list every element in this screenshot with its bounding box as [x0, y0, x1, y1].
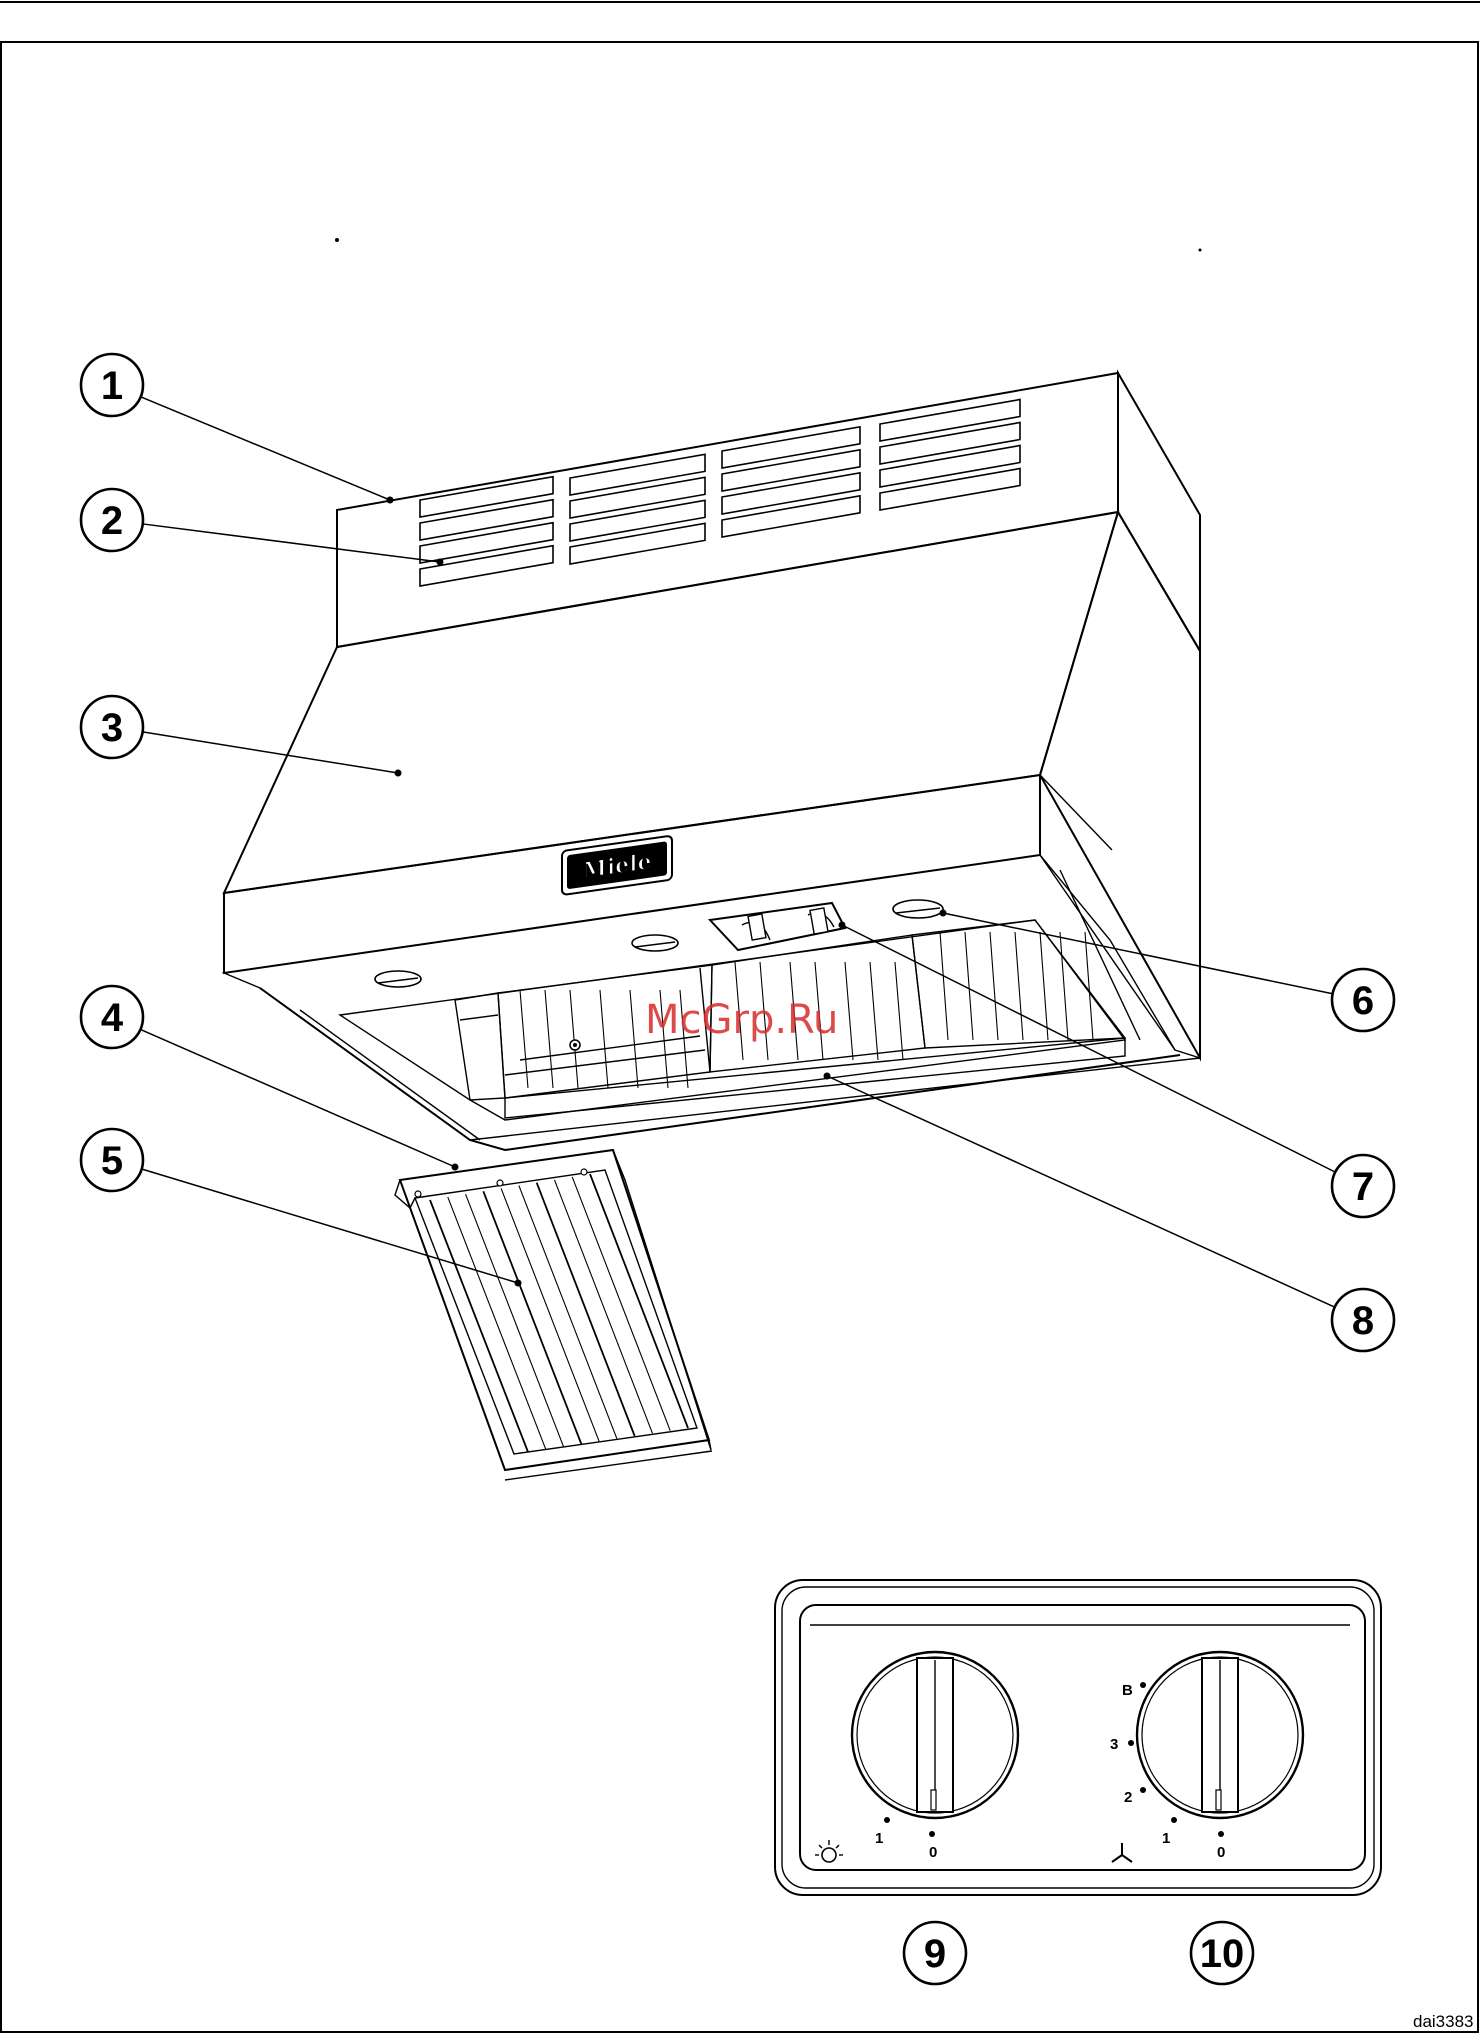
leader-dot: [824, 1073, 831, 1080]
control-recess: [710, 903, 845, 950]
callout-8: 8: [824, 1073, 1395, 1352]
fan-dial-position-B: B: [1122, 1682, 1133, 1699]
filter-slat: [895, 962, 903, 1060]
callout-number: 1: [101, 364, 123, 408]
filter-slat: [1040, 932, 1048, 1040]
leader-line: [943, 913, 1333, 994]
filter-slat: [965, 932, 973, 1040]
filter-slat: [570, 990, 578, 1088]
callout-number: 5: [101, 1139, 123, 1183]
callout-9: 9: [904, 1922, 966, 1984]
leader-dot: [515, 1280, 522, 1287]
fan-dial-position-3: 3: [1110, 1736, 1118, 1753]
grease-filter-removed: [395, 1150, 712, 1480]
callout-number: 10: [1200, 1932, 1245, 1976]
light-dial[interactable]: [852, 1652, 1018, 1818]
filter-slat: [990, 932, 998, 1040]
fan-dial-position-2: 2: [1124, 1789, 1132, 1806]
callout-1: 1: [81, 354, 394, 504]
callout-5: 5: [81, 1129, 522, 1287]
filter-slat: [501, 1188, 599, 1441]
callout-number: 4: [101, 996, 124, 1040]
fan-dial[interactable]: [1137, 1652, 1303, 1818]
light-dial-position-0: 0: [929, 1844, 937, 1861]
callout-3: 3: [81, 696, 402, 777]
callout-10: 10: [1191, 1922, 1253, 1984]
filter-slat: [448, 1197, 546, 1449]
filter-slat: [630, 990, 638, 1088]
leader-line: [143, 732, 398, 773]
vent-box: [337, 373, 1200, 651]
leader-line: [142, 1169, 518, 1283]
fan-dial-position-0: 0: [1217, 1844, 1225, 1861]
leader-line: [827, 1076, 1335, 1307]
filter-slat: [600, 990, 608, 1088]
vent-slats: [420, 400, 1020, 587]
leader-dot: [452, 1164, 459, 1171]
filter-slat: [845, 962, 853, 1060]
light-dial-position-1: 1: [875, 1830, 883, 1847]
filter-slat: [483, 1191, 581, 1444]
callout-number: 9: [924, 1932, 946, 1976]
filter-slat: [1015, 932, 1023, 1040]
drawing-code: dai3383: [1413, 2012, 1474, 2031]
leader-line: [141, 397, 390, 500]
filter-slat: [1060, 932, 1068, 1040]
filter-slat: [545, 990, 553, 1088]
leader-line: [140, 1029, 455, 1167]
callout-number: 7: [1352, 1165, 1374, 1209]
leader-dot: [437, 559, 444, 566]
watermark: McGrp.Ru: [645, 997, 838, 1043]
filter-slat: [519, 1186, 617, 1439]
filter-slat: [537, 1183, 635, 1436]
callout-6: 6: [940, 910, 1395, 1032]
callout-number: 3: [101, 706, 123, 750]
filter-slat: [870, 962, 878, 1060]
filter-slat: [590, 1174, 688, 1428]
leader-dot: [395, 770, 402, 777]
callout-number: 6: [1352, 979, 1374, 1023]
control-panel: 1 0 B 3 2 1 0: [775, 1580, 1381, 1895]
leader-dot: [387, 497, 394, 504]
callout-number: 2: [101, 499, 123, 543]
callout-number: 8: [1352, 1299, 1374, 1343]
fan-dial-position-1: 1: [1162, 1830, 1170, 1847]
brand-logo: Miele: [562, 836, 672, 895]
filter-slat: [466, 1194, 564, 1446]
filter-slat: [430, 1200, 528, 1452]
leader-dot: [839, 922, 846, 929]
leader-line: [143, 524, 440, 562]
leader-dot: [940, 910, 947, 917]
filter-slat: [940, 932, 948, 1040]
